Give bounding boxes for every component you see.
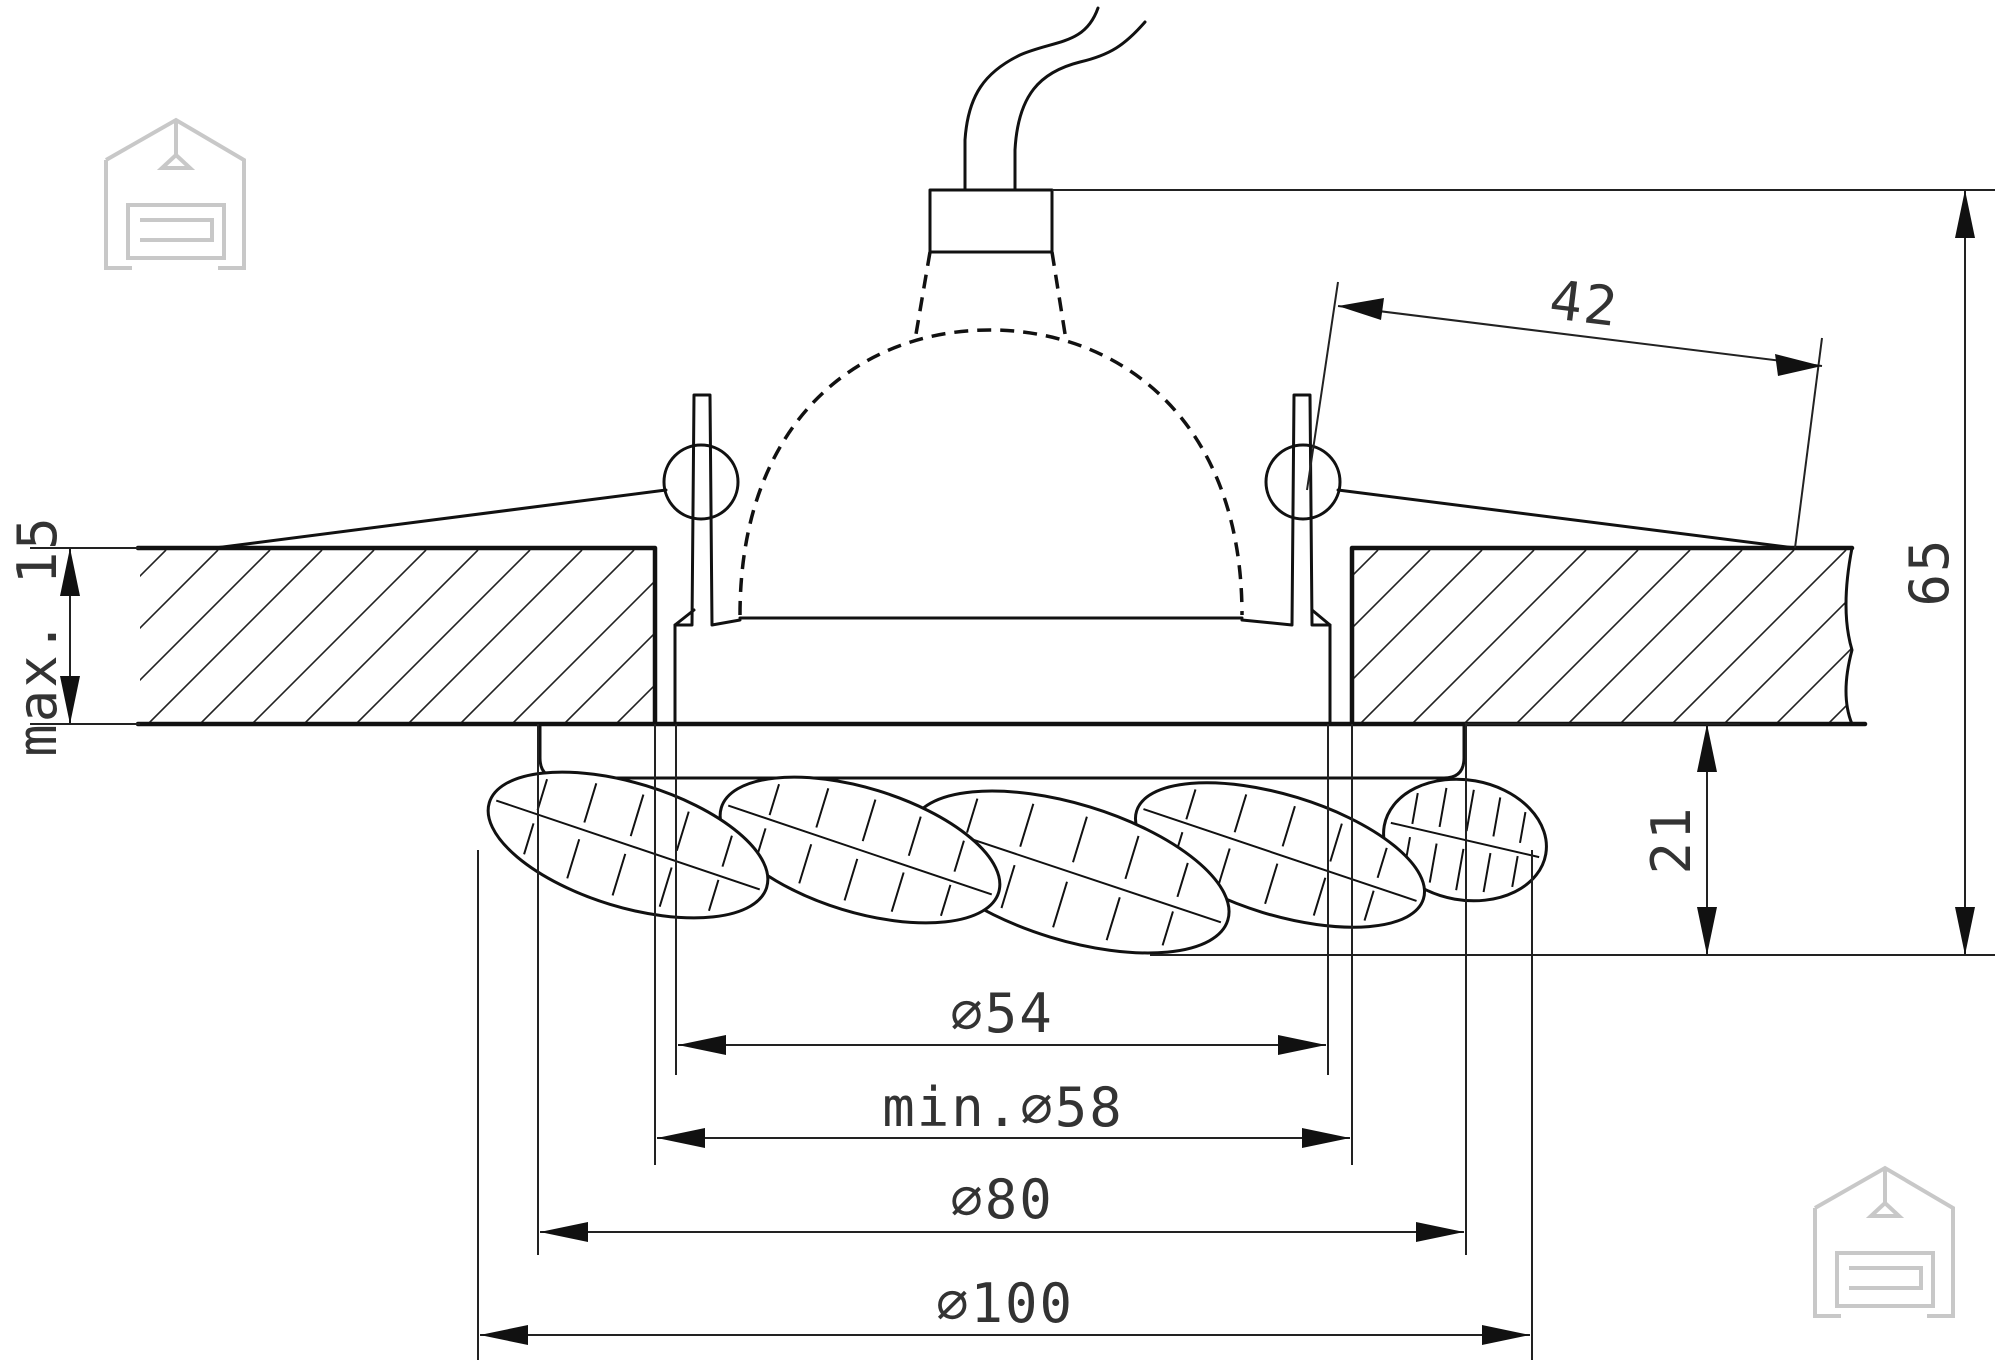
ceiling-section-right (1349, 545, 2000, 727)
hatch-line (147, 550, 323, 724)
hatch-line (355, 550, 531, 724)
crystal-stone (486, 770, 770, 920)
hatch-line (407, 550, 583, 724)
power-cable (963, 6, 1147, 192)
hatch-line (459, 550, 635, 724)
lamp-bulb-outline (738, 251, 1244, 616)
hatch-line (772, 550, 946, 724)
dim-inner-diameter: ⌀54 (950, 982, 1054, 1045)
dim-cable-offset: 42 (1546, 268, 1622, 339)
decorative-ring-plate (538, 722, 1466, 780)
crystal-decoration (486, 770, 1548, 955)
mounting-housing (673, 393, 1332, 726)
spring-clip-right (1264, 443, 1797, 550)
hatch-line (1984, 550, 2000, 724)
crystal-stone (718, 775, 1002, 925)
spring-clip-left (213, 443, 740, 550)
logo-bottom-right-icon (1813, 1165, 1955, 1318)
hatch-line (668, 550, 842, 724)
crystal-stone (909, 789, 1231, 955)
dim-ceiling-thickness: max. 15 (6, 515, 69, 757)
dim-height-total: 65 (1898, 537, 1961, 606)
hatch-line (615, 683, 655, 724)
cable-connector (928, 188, 1054, 254)
dimension-lines (30, 189, 1995, 1360)
hatch-line (1352, 550, 1431, 724)
dim-visible-height: 21 (1640, 805, 1703, 874)
hatch-line (511, 579, 655, 724)
hatch-line (1567, 550, 1743, 724)
hatch-line (1463, 550, 1639, 724)
hatch-line (1671, 550, 1847, 724)
dim-cutout-diameter: min.⌀58 (882, 1076, 1124, 1139)
hatch-line (1723, 550, 1852, 724)
hatch-line (140, 550, 271, 682)
dimension-arrows (60, 190, 1975, 1345)
hatch-line (303, 550, 479, 724)
hatch-line (251, 550, 427, 724)
logo-top-left-icon (104, 117, 246, 270)
hatch-line (140, 550, 219, 630)
ceiling-section-left (135, 545, 998, 727)
dim-ring-diameter: ⌀80 (950, 1168, 1054, 1231)
hatch-line (563, 631, 655, 724)
hatch-line (199, 550, 375, 724)
hatch-line (1352, 550, 1483, 724)
dim-outer-diameter: ⌀100 (936, 1272, 1074, 1335)
hatch-line (1359, 550, 1535, 724)
hatch-line (824, 550, 998, 724)
hatch-line (1515, 550, 1691, 724)
hatch-line (720, 550, 894, 724)
hatch-line (1411, 550, 1587, 724)
hatch-line (1775, 550, 1852, 724)
hatch-line (1619, 550, 1795, 724)
